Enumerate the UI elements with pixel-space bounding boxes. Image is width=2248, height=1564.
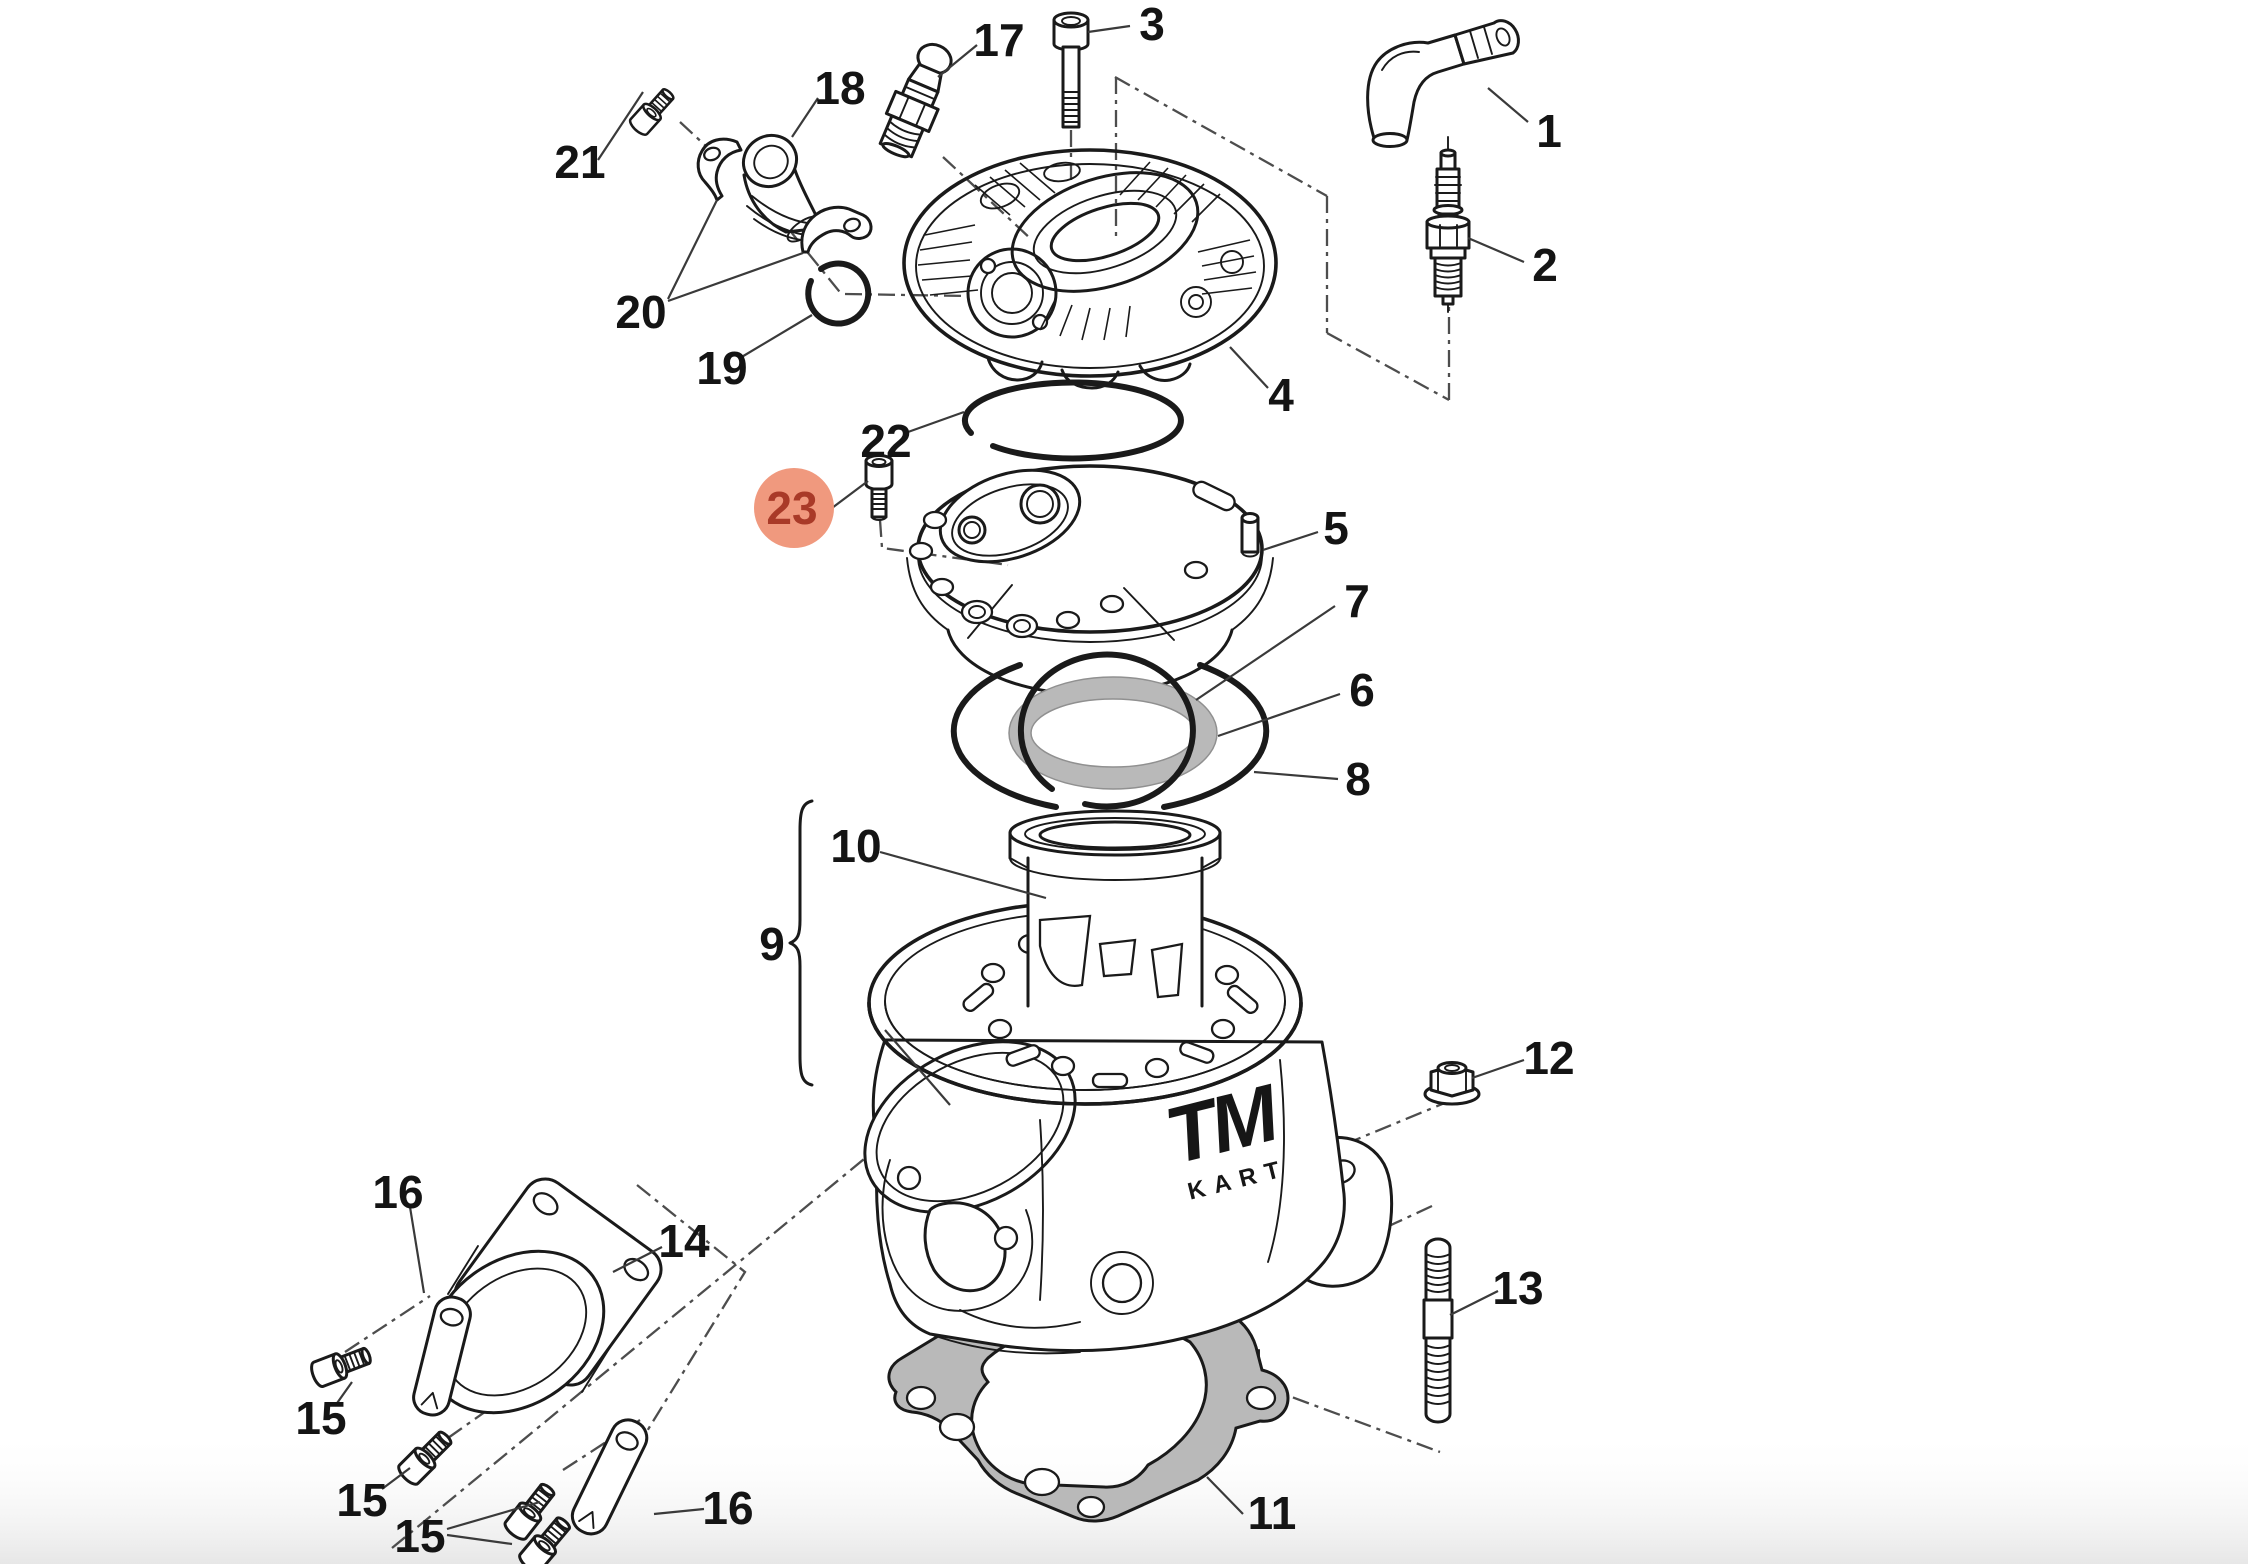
callout-19[interactable]: 19	[696, 342, 747, 394]
spark-plug-drawing	[1425, 148, 1471, 313]
flange-nut-drawing	[1423, 1061, 1481, 1106]
callout-2[interactable]: 2	[1532, 239, 1558, 291]
assembly-brace	[788, 799, 814, 1087]
callout-9[interactable]: 9	[759, 918, 785, 970]
callout-15[interactable]: 15	[394, 1510, 445, 1562]
callout-8[interactable]: 8	[1345, 753, 1371, 805]
callout-12[interactable]: 12	[1523, 1032, 1574, 1084]
callout-labels: 1 2 3 4 5 6 7 8 9 10 11 12 13 14 15 15 1…	[295, 0, 1574, 1562]
cylinder-flange-front-rim	[867, 982, 1303, 1106]
vent-fitting-drawing	[878, 42, 953, 159]
clamp-upper-drawing	[696, 137, 743, 202]
callout-16[interactable]: 16	[702, 1482, 753, 1534]
callout-18[interactable]: 18	[814, 62, 865, 114]
callout-11[interactable]: 11	[1248, 1487, 1297, 1539]
callout-15[interactable]: 15	[336, 1474, 387, 1526]
highlight-circle[interactable]	[754, 468, 834, 548]
callout-23-highlighted[interactable]: 23	[766, 482, 817, 534]
retainer-plate-lower-drawing	[570, 1418, 649, 1536]
head-bolt-drawing	[1052, 11, 1090, 129]
callout-20[interactable]: 20	[615, 286, 666, 338]
insert-bolt-drawing	[864, 454, 894, 521]
exhaust-manifold-drawing	[426, 1177, 663, 1415]
cylinder-body-drawing: TM KART	[863, 1038, 1394, 1355]
clamp-lower-drawing	[800, 205, 873, 254]
callout-16[interactable]: 16	[372, 1166, 423, 1218]
callout-3[interactable]: 3	[1139, 0, 1165, 50]
ring-8-drawing	[950, 662, 1270, 810]
leader-lines	[334, 24, 1529, 1546]
callout-22[interactable]: 22	[860, 415, 911, 467]
ring-7-drawing	[1017, 651, 1196, 810]
callout-4[interactable]: 4	[1268, 369, 1294, 421]
spark-plug-cap-drawing	[1366, 19, 1520, 148]
cylinder-liner-drawing	[1008, 809, 1222, 1008]
retainer-plate-upper-drawing	[412, 1295, 472, 1417]
callout-7[interactable]: 7	[1344, 575, 1370, 627]
callout-5[interactable]: 5	[1323, 502, 1349, 554]
callout-13[interactable]: 13	[1492, 1262, 1543, 1314]
cooling-fins	[917, 161, 1257, 341]
head-cover-drawing	[902, 148, 1278, 390]
callout-17[interactable]: 17	[973, 14, 1024, 66]
callout-15[interactable]: 15	[295, 1392, 346, 1444]
callout-21[interactable]: 21	[554, 136, 605, 188]
callout-10[interactable]: 10	[830, 820, 881, 872]
stud-drawing	[1422, 1237, 1454, 1424]
o-ring-19-drawing	[805, 260, 872, 327]
callout-14[interactable]: 14	[658, 1215, 710, 1267]
callout-6[interactable]: 6	[1349, 664, 1375, 716]
o-ring-22-drawing	[961, 379, 1184, 462]
callout-1[interactable]: 1	[1536, 105, 1562, 157]
